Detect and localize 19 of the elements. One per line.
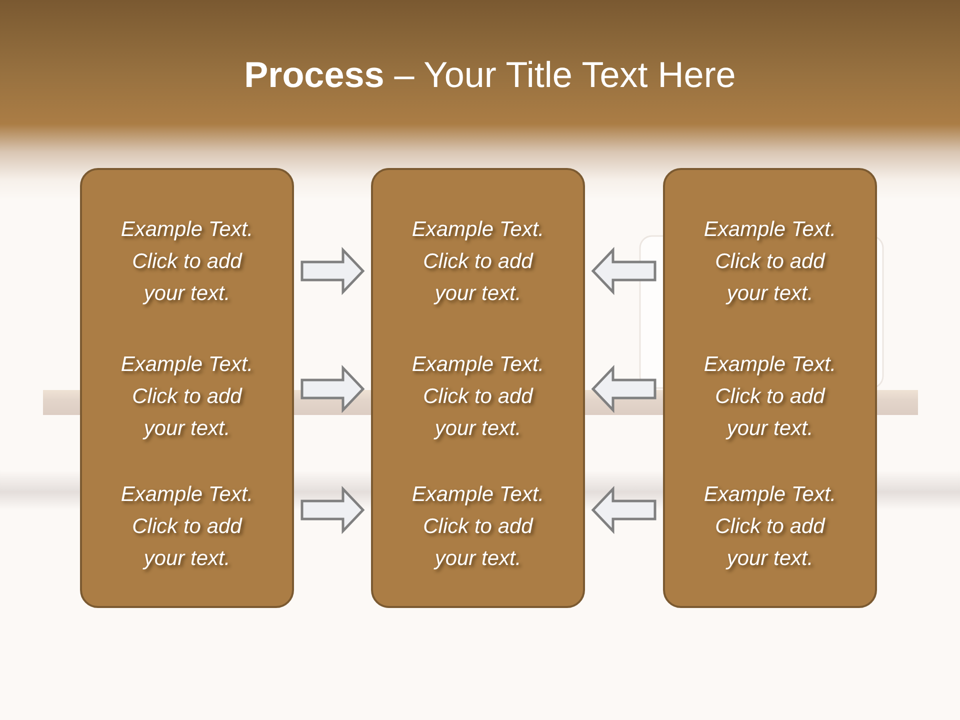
block-arrow (591, 486, 656, 534)
block-arrow (591, 246, 656, 296)
placeholder-text: Example Text. Click to add your text. (120, 352, 254, 442)
rounded-panel (371, 168, 585, 608)
block-arrow (300, 364, 365, 414)
placeholder-text: Example Text. Click to add your text. (702, 217, 838, 307)
placeholder-text: Example Text. Click to add your text. (410, 217, 546, 307)
block-arrow (591, 364, 656, 414)
block-arrow (300, 486, 365, 534)
placeholder-text: Example Text. Click to add your text. (120, 217, 254, 307)
placeholder-text: Example Text. Click to add your text. (702, 482, 838, 572)
placeholder-text: Example Text. Click to add your text. (410, 352, 546, 442)
rounded-panel (80, 168, 294, 608)
block-arrow (300, 246, 365, 296)
placeholder-text: Example Text. Click to add your text. (410, 482, 546, 572)
slide-title: Process – Your Title Text Here (243, 53, 737, 97)
rounded-panel (663, 168, 877, 608)
placeholder-text: Example Text. Click to add your text. (120, 482, 254, 572)
placeholder-text: Example Text. Click to add your text. (702, 352, 838, 442)
